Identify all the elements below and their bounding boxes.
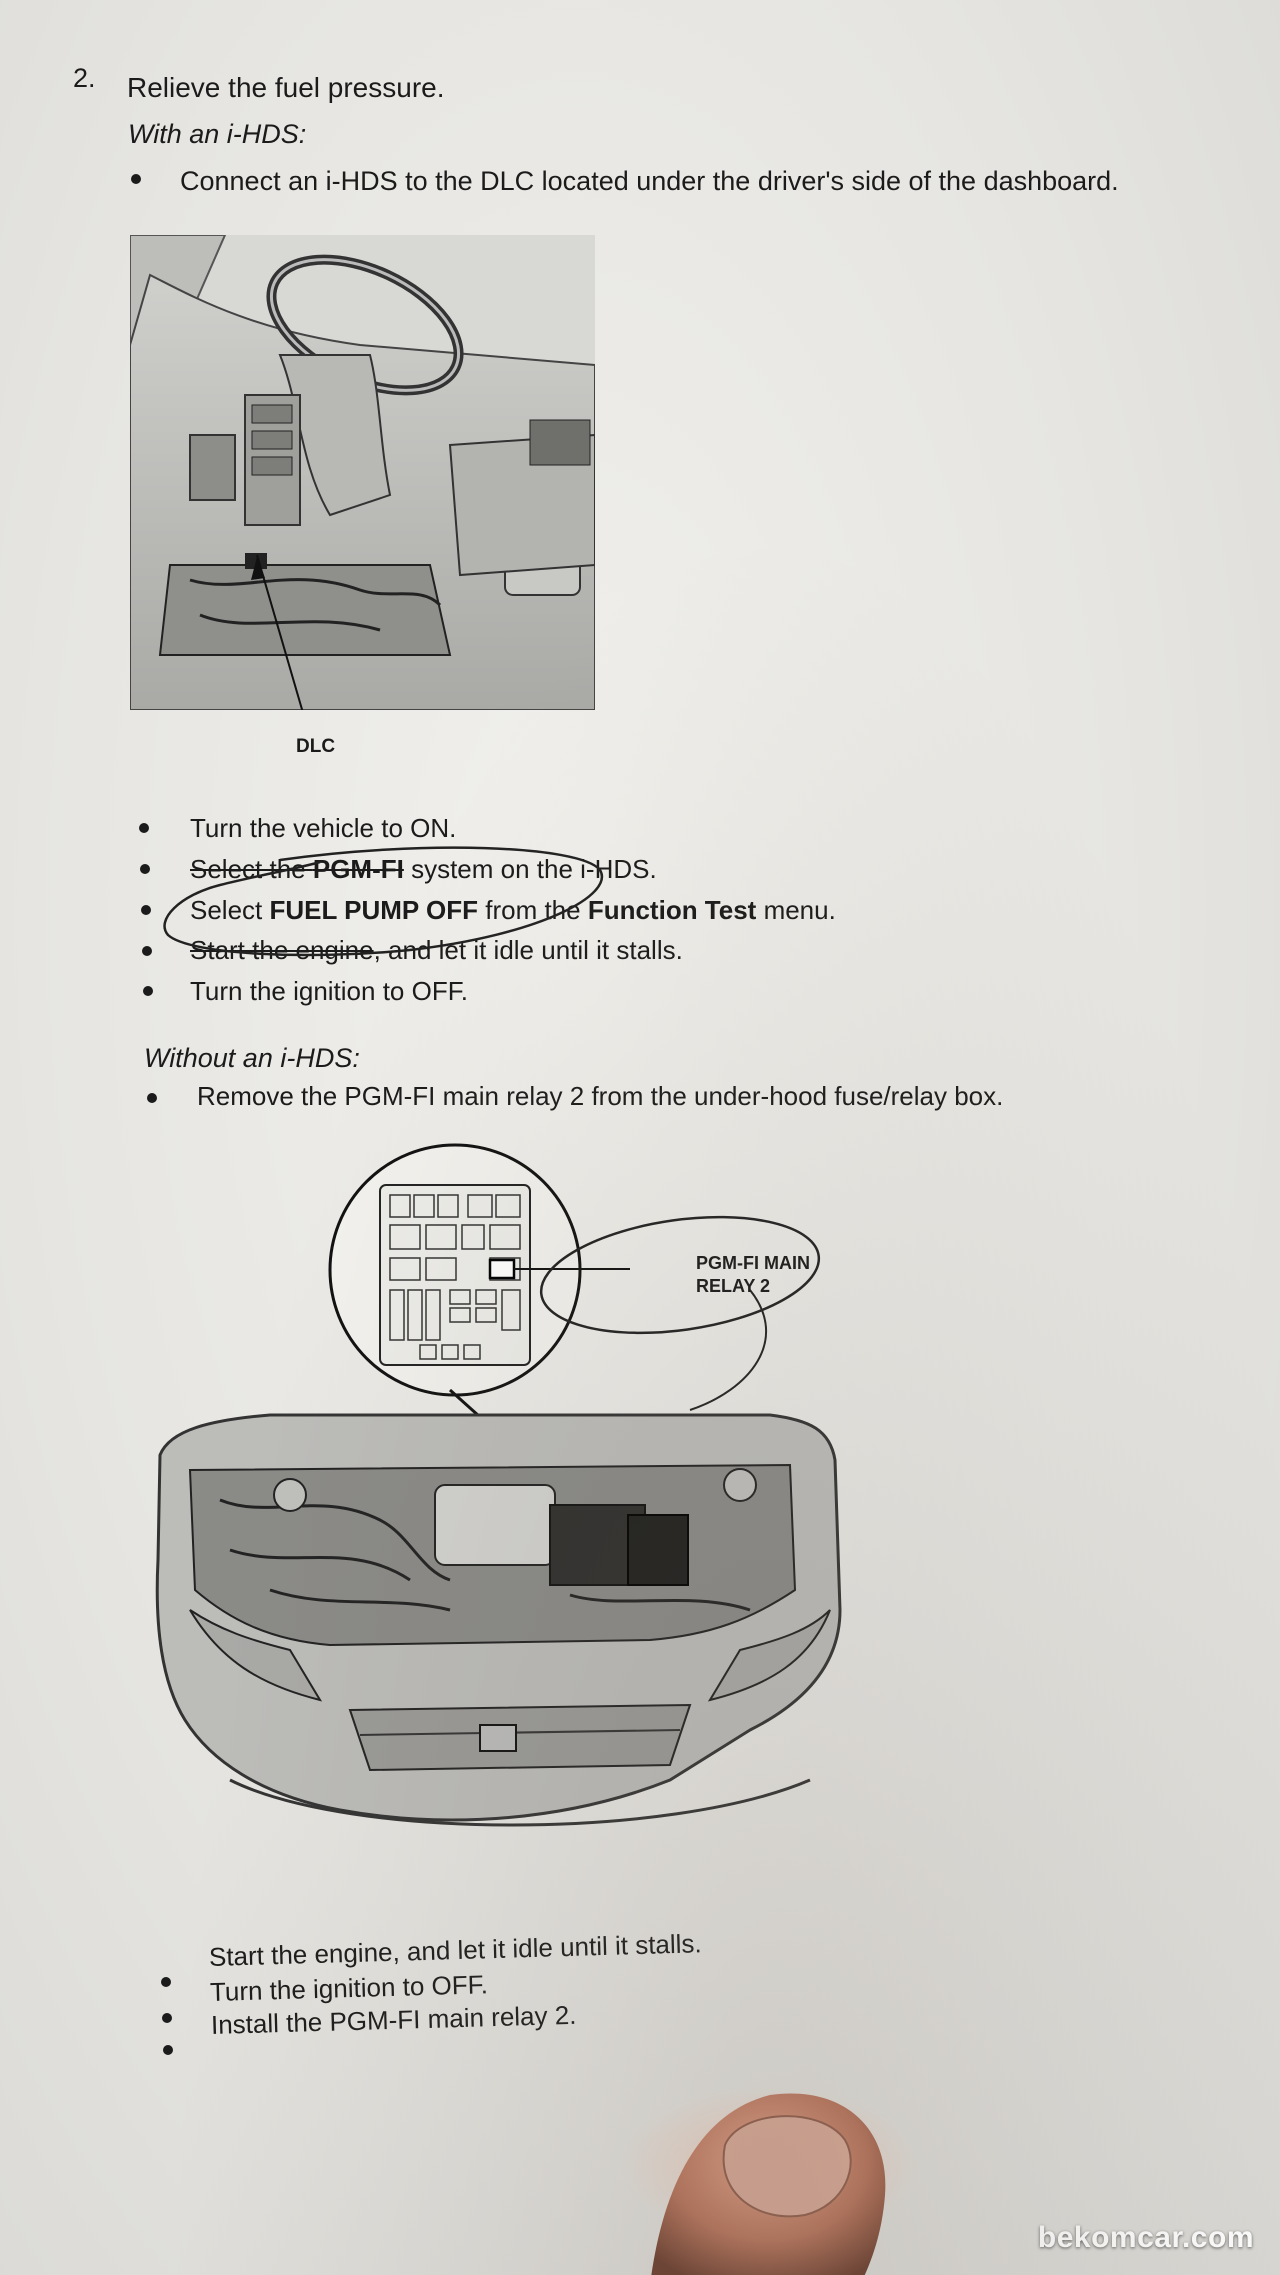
bullet-dot [143,986,153,996]
bullet-dot [142,946,152,956]
bullet-dot [141,905,151,915]
dashboard-dlc-illustration [130,235,595,710]
hds-step-fuel-pump-off: Select FUEL PUMP OFF from the Function T… [190,895,836,925]
hds-step-start-engine: Start the engine, and let it idle until … [190,935,683,965]
step-number: 2. [73,63,96,93]
final-step-start-engine: Start the engine, and let it idle until … [208,1928,703,1972]
under-hood-fuse-box-illustration [155,1143,842,1827]
bullet-dot [140,864,150,874]
thumb-photo-element [620,2085,920,2275]
bullet-dot [139,823,149,833]
remove-relay-instruction: Remove the PGM-FI main relay 2 from the … [197,1081,1004,1111]
bullet-dot [162,2013,172,2023]
relay-callout-line1: PGM-FI MAIN [696,1253,810,1273]
hds-step-vehicle-on: Turn the vehicle to ON. [190,813,457,843]
pen-annotation-loop [163,846,604,957]
bullet-dot [161,1977,171,1987]
watermark-text: bekomcar.com [1037,2221,1254,2254]
final-step-ignition-off: Turn the ignition to OFF. [209,1969,489,2007]
without-hds-heading: Without an i-HDS: [144,1043,360,1073]
step-title: Relieve the fuel pressure. [127,72,445,103]
connect-hds-instruction: Connect an i-HDS to the DLC located unde… [180,166,1119,196]
relay-callout-line2: RELAY 2 [696,1276,771,1296]
bullet-dot [147,1093,157,1103]
bullet-dot [163,2045,173,2055]
with-hds-heading: With an i-HDS: [128,119,307,149]
dlc-callout-label: DLC [296,736,336,757]
bullet-dot [131,174,141,184]
hds-step-ignition-off: Turn the ignition to OFF. [190,976,468,1006]
